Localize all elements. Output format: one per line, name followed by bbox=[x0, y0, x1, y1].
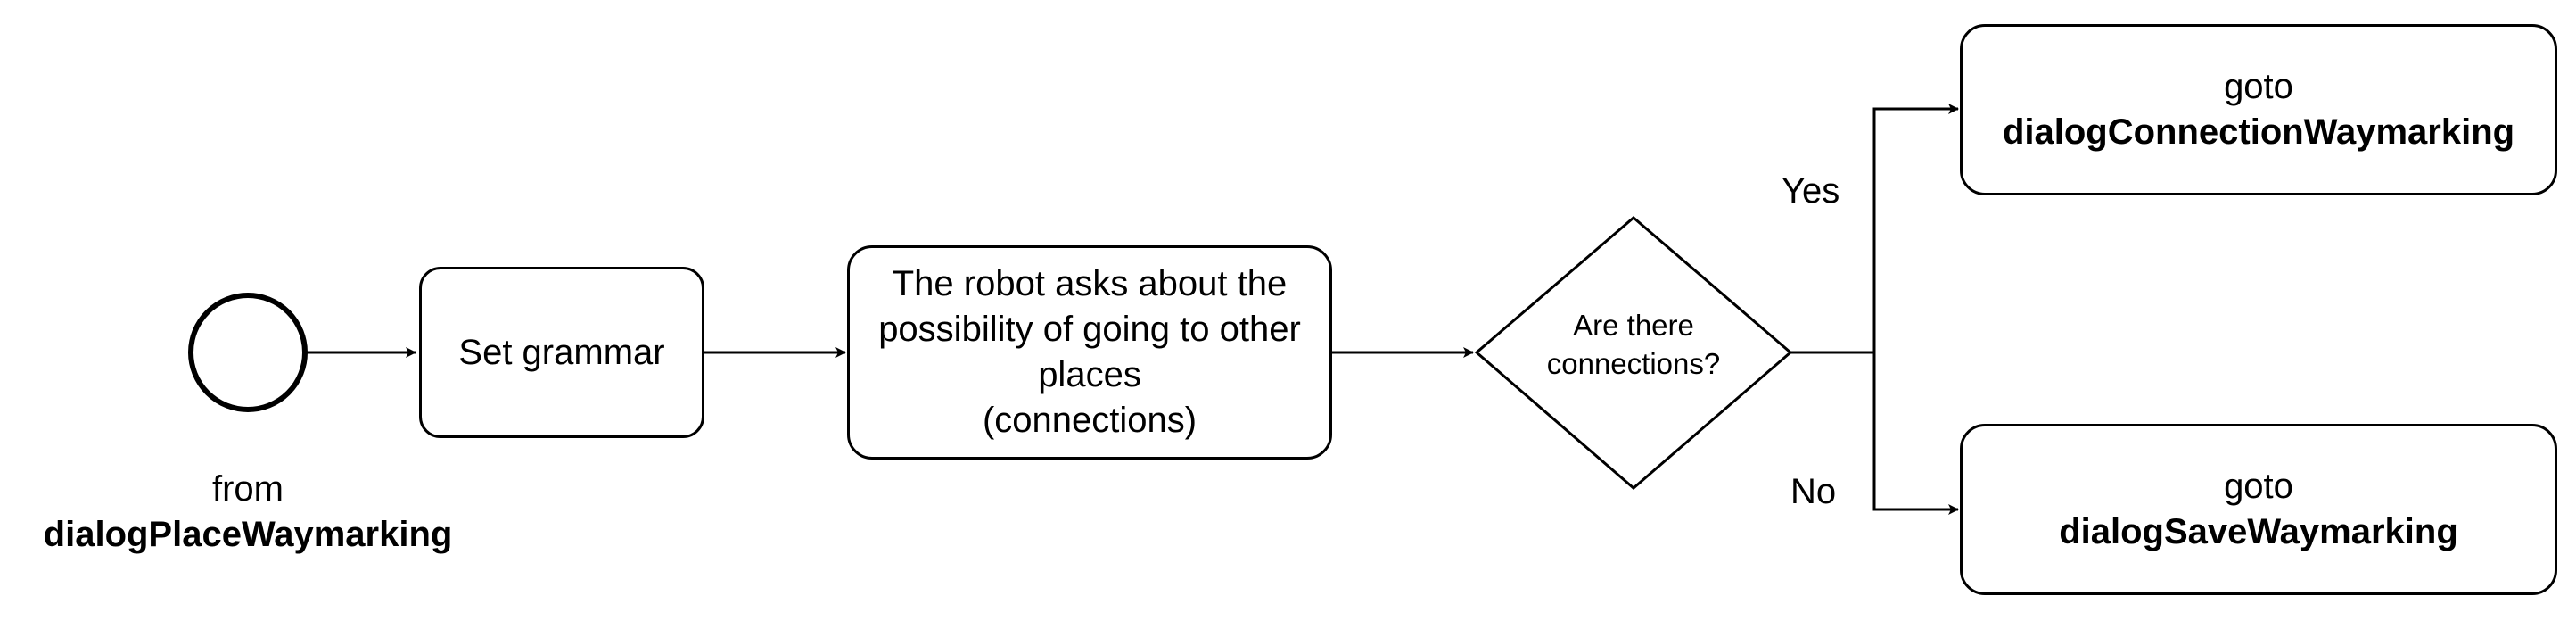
robot-asks-line-1: The robot asks about the bbox=[892, 264, 1288, 303]
start-label-source-dialog: dialogPlaceWaymarking bbox=[43, 515, 453, 554]
task-set-grammar: Set grammar bbox=[419, 267, 704, 438]
task-robot-asks: The robot asks about the possibility of … bbox=[847, 245, 1332, 460]
start-label-from: from bbox=[212, 469, 284, 509]
goto-save-prefix: goto bbox=[2224, 467, 2293, 506]
goto-save-waymarking: goto dialogSaveWaymarking bbox=[1960, 424, 2557, 595]
decision-label: Are there connections? bbox=[1477, 306, 1790, 383]
robot-asks-line-2: possibility of going to other bbox=[878, 310, 1301, 349]
goto-connection-waymarking: goto dialogConnectionWaymarking bbox=[1960, 24, 2557, 195]
branch-label-yes: Yes bbox=[1782, 171, 1840, 211]
robot-asks-line-3: places bbox=[1038, 355, 1141, 394]
start-event-label: from dialogPlaceWaymarking bbox=[0, 467, 496, 558]
branch-label-no: No bbox=[1790, 472, 1837, 511]
task-set-grammar-label: Set grammar bbox=[458, 332, 665, 372]
decision-diamond bbox=[1474, 216, 1793, 490]
goto-connection-prefix: goto bbox=[2224, 67, 2293, 106]
robot-asks-line-4: (connections) bbox=[982, 401, 1197, 440]
arrow-yes-branch bbox=[1790, 104, 1959, 354]
goto-save-target: dialogSaveWaymarking bbox=[2059, 512, 2458, 551]
start-event bbox=[188, 293, 308, 412]
decision-line-1: Are there bbox=[1573, 309, 1694, 342]
decision-line-2: connections? bbox=[1546, 347, 1721, 380]
goto-connection-target: dialogConnectionWaymarking bbox=[2002, 112, 2515, 152]
arrow-no-branch bbox=[1872, 352, 1959, 515]
